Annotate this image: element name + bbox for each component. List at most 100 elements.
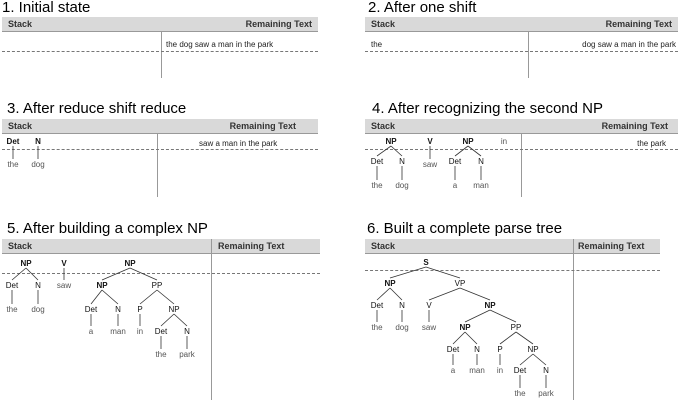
tree-edge — [459, 287, 491, 301]
tree-category-node: N — [543, 366, 549, 375]
tree-category-node: Det — [6, 281, 19, 290]
tree-category-node: Det — [371, 157, 384, 166]
tree-word-leaf: dog — [31, 305, 44, 314]
panel-5-heading: 5. After building a complex NP — [7, 220, 208, 237]
tree-edge — [452, 331, 466, 345]
tree-word-leaf: the — [155, 350, 167, 359]
panel-4-remaining-text: the park — [637, 139, 666, 148]
tree-word-leaf: dog — [395, 323, 408, 332]
panel-3-header: Stack Remaining Text — [2, 119, 318, 134]
panel-3-remaining-text: saw a man in the park — [199, 139, 278, 148]
tree-edge — [160, 313, 175, 327]
panel-2-dashed-line — [365, 51, 678, 52]
tree-edge — [376, 287, 391, 301]
tree-word-leaf: man — [473, 181, 489, 190]
tree-edge — [390, 145, 403, 157]
tree-category-node: N — [115, 305, 121, 314]
tree-edge — [173, 313, 188, 327]
tree-word-leaf: in — [497, 366, 503, 375]
panel-2-stack-text: the — [371, 40, 383, 49]
tree-edge — [129, 267, 158, 281]
tree-edge — [464, 309, 491, 323]
remaining-header-label: Remaining Text — [218, 241, 285, 251]
tree-category-node: N — [184, 327, 190, 336]
tree-category-node: Det — [447, 345, 460, 354]
tree-word-leaf: saw — [57, 281, 71, 290]
tree-category-node: P — [137, 305, 142, 314]
tree-word-leaf: park — [538, 389, 555, 398]
panel-2-divider — [528, 32, 529, 78]
tree-category-node: NP — [20, 259, 32, 268]
tree-category-node: PP — [511, 323, 522, 332]
tree-edge — [101, 267, 131, 281]
tree-category-node: V — [61, 259, 67, 268]
tree-word-leaf: park — [179, 350, 196, 359]
tree-edge — [101, 289, 119, 305]
tree-word-leaf: in — [501, 137, 507, 146]
panel-6-header: Stack Remaining Text — [365, 239, 660, 254]
panel-2-heading: 2. After one shift — [368, 0, 477, 16]
tree-edge — [454, 145, 469, 157]
panel-4-divider — [521, 134, 522, 197]
tree-category-node: V — [426, 301, 432, 310]
tree-category-node: NP — [527, 345, 538, 354]
panel-1-heading: 1. Initial state — [2, 0, 91, 16]
tree-category-node: P — [497, 345, 502, 354]
tree-category-node: PP — [152, 281, 163, 290]
tree-edge — [156, 289, 175, 305]
tree-category-node: NP — [459, 323, 471, 332]
panel-6-heading: 6. Built a complete parse tree — [367, 220, 563, 237]
tree-category-node: Det — [85, 305, 98, 314]
tree-category-node: NP — [385, 137, 397, 146]
panel-4-header: Stack Remaining Text — [365, 119, 678, 134]
tree-category-node: N — [478, 157, 484, 166]
tree-word-leaf: dog — [395, 181, 408, 190]
tree-edge — [139, 289, 158, 305]
remaining-header-label: Remaining Text — [229, 121, 296, 131]
tree-word-leaf: man — [110, 327, 126, 336]
panel-1-divider — [161, 32, 162, 78]
panel-1-remaining-text: the dog saw a man in the park — [166, 40, 274, 49]
stack-header-label: Stack — [371, 241, 396, 251]
panel-4-dashed-line — [365, 149, 678, 150]
tree-word-leaf: the — [6, 305, 18, 314]
panel-6-dashed-line — [365, 270, 660, 271]
tree-edge — [11, 267, 27, 281]
panel-1-header: Stack Remaining Text — [2, 17, 318, 32]
tree-category-node: NP — [96, 281, 108, 290]
tree-category-node: N — [35, 281, 41, 290]
stack-header-label: Stack — [8, 19, 33, 29]
tree-word-leaf: the — [7, 160, 19, 169]
tree-category-node: Det — [155, 327, 168, 336]
panel-2-header: Stack Remaining Text — [365, 17, 678, 32]
panel-3-dashed-line — [2, 149, 318, 150]
tree-edge — [464, 331, 478, 345]
tree-edge — [389, 287, 403, 301]
panel-6-divider — [573, 239, 574, 400]
tree-edge — [519, 353, 534, 366]
panel-5-divider — [211, 239, 212, 400]
tree-category-node: NP — [168, 305, 179, 314]
tree-edge — [376, 145, 392, 157]
tree-word-leaf: saw — [423, 160, 437, 169]
tree-edge — [25, 267, 39, 281]
tree-word-leaf: in — [137, 327, 143, 336]
tree-edge — [532, 353, 547, 366]
panel-5-dashed-line — [2, 273, 320, 274]
panel-4-heading: 4. After recognizing the second NP — [372, 100, 603, 117]
stack-header-label: Stack — [371, 19, 396, 29]
tree-category-node: Det — [449, 157, 462, 166]
tree-category-node: Det — [7, 137, 20, 146]
panel-3-divider — [157, 134, 158, 197]
tree-category-node: N — [474, 345, 480, 354]
panel-2-remaining-text: dog saw a man in the park — [582, 40, 676, 49]
tree-category-node: Det — [371, 301, 384, 310]
tree-category-node: S — [423, 258, 429, 267]
tree-category-node: V — [427, 137, 433, 146]
remaining-header-label: Remaining Text — [601, 121, 668, 131]
tree-word-leaf: the — [371, 323, 383, 332]
tree-category-node: NP — [384, 279, 396, 288]
tree-word-leaf: a — [453, 181, 458, 190]
